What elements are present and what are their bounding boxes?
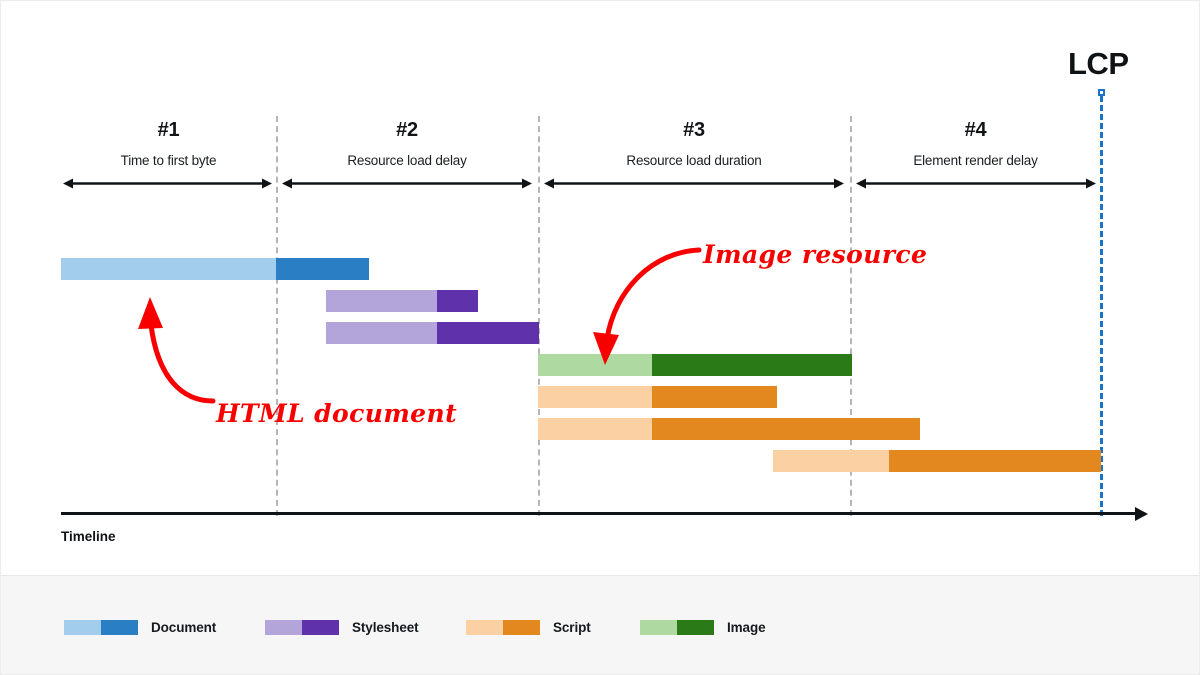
- swatch-light: [64, 619, 101, 635]
- swatch-dark: [503, 619, 540, 635]
- bar-segment-duration: [276, 258, 369, 280]
- legend-band: [1, 575, 1199, 674]
- timeline-axis-arrow-icon: [1135, 506, 1148, 521]
- legend-swatch-script: [466, 619, 540, 635]
- phase-bracket-3: [544, 178, 844, 189]
- legend-label-image: Image: [727, 619, 766, 635]
- bar-segment-duration: [437, 322, 539, 344]
- timeline-axis-label: Timeline: [61, 529, 116, 544]
- legend-label-stylesheet: Stylesheet: [352, 619, 419, 635]
- bar-segment-delay: [773, 450, 889, 472]
- legend-swatch-document: [64, 619, 138, 635]
- phase-bracket-1: [63, 178, 272, 189]
- phase-label-1: Time to first byte: [120, 153, 217, 168]
- bar-segment-delay: [61, 258, 276, 280]
- bar-segment-duration: [889, 450, 1101, 472]
- phase-separator-1: [276, 116, 278, 516]
- swatch-light: [640, 619, 677, 635]
- phase-number-3: #3: [683, 119, 705, 141]
- phase-label-3: Resource load duration: [626, 153, 762, 168]
- lcp-title: LCP: [1068, 46, 1129, 81]
- lcp-marker-line: [1100, 96, 1103, 516]
- bar-segment-delay: [326, 290, 437, 312]
- phase-number-1: #1: [157, 119, 180, 141]
- phase-separator-2: [538, 116, 540, 516]
- resource-bar-script-2: [538, 418, 920, 440]
- phase-bracket-4: [856, 178, 1096, 189]
- legend-swatch-stylesheet: [265, 619, 339, 635]
- phase-bracket-2: [282, 178, 532, 189]
- bar-segment-delay: [538, 418, 652, 440]
- swatch-light: [466, 619, 503, 635]
- bar-segment-delay: [538, 386, 652, 408]
- legend-item-document: Document: [64, 615, 216, 639]
- swatch-light: [265, 619, 302, 635]
- image-resource-annotation-arrow: [593, 247, 702, 365]
- bar-segment-duration: [437, 290, 478, 312]
- legend: Document Stylesheet Script Image: [1, 615, 1199, 639]
- legend-label-document: Document: [151, 619, 217, 635]
- phase-separator-3: [850, 116, 852, 516]
- phase-number-2: #2: [396, 119, 418, 141]
- legend-label-script: Script: [553, 619, 591, 635]
- resource-bar-script-3: [773, 450, 1101, 472]
- bar-segment-duration: [652, 354, 852, 376]
- bar-segment-delay: [538, 354, 652, 376]
- timeline-axis: [61, 512, 1143, 515]
- bar-segment-duration: [652, 418, 920, 440]
- resource-bar-script-1: [538, 386, 777, 408]
- bar-segment-delay: [326, 322, 437, 344]
- swatch-dark: [677, 619, 714, 635]
- html-document-annotation-arrow: [138, 297, 216, 404]
- resource-bar-image-1: [538, 354, 852, 376]
- phase-label-2: Resource load delay: [347, 153, 467, 168]
- resource-bar-stylesheet-2: [326, 322, 539, 344]
- swatch-dark: [101, 619, 138, 635]
- bar-segment-duration: [652, 386, 777, 408]
- lcp-marker-cap: [1098, 89, 1105, 96]
- phase-label-4: Element render delay: [913, 153, 1038, 168]
- swatch-dark: [302, 619, 339, 635]
- legend-item-stylesheet: Stylesheet: [265, 615, 419, 639]
- phase-number-4: #4: [964, 119, 987, 141]
- resource-bar-document-1: [61, 258, 369, 280]
- legend-swatch-image: [640, 619, 714, 635]
- resource-bar-stylesheet-1: [326, 290, 478, 312]
- image-resource-annotation-label: Image resource: [703, 240, 928, 269]
- legend-item-script: Script: [466, 615, 591, 639]
- html-document-annotation-label: HTML document: [216, 399, 458, 428]
- legend-item-image: Image: [640, 615, 766, 639]
